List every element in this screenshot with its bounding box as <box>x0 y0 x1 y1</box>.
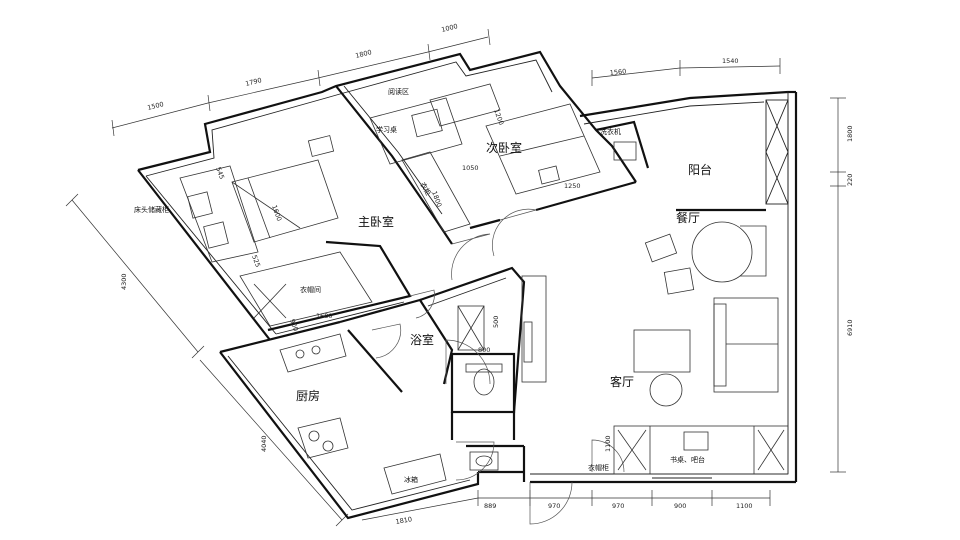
dim-int-1800: 1800 <box>430 190 443 208</box>
room-balcony: 阳台 <box>688 162 712 177</box>
dim-1800: 1800 <box>355 48 373 60</box>
dim-970b: 970 <box>612 502 624 510</box>
label-wardrobe-room: 衣帽间 <box>300 285 321 294</box>
dim-int-800: 800 <box>478 346 490 354</box>
dim-1810: 1810 <box>395 515 413 526</box>
interior-walls <box>267 85 789 482</box>
label-coat-cabinet: 衣帽柜 <box>588 463 609 472</box>
room-master-bedroom: 主卧室 <box>358 214 394 229</box>
dim-1500: 1500 <box>147 100 165 112</box>
dim-889: 889 <box>484 502 496 510</box>
doors <box>371 208 625 525</box>
room-bathroom: 浴室 <box>410 332 434 347</box>
dimension-labels: 1500 1790 1800 1000 1560 1540 1800 220 6… <box>120 22 854 526</box>
label-washer: 洗衣机 <box>600 127 621 136</box>
dim-900: 900 <box>674 502 686 510</box>
room-living: 客厅 <box>610 374 634 389</box>
dim-right-1800: 1800 <box>846 125 854 142</box>
furniture-labels: 阅读区 学习桌 洗衣机 床头储藏柜 衣帽间 衣柜 衣帽柜 书桌、吧台 冰箱 <box>134 87 705 484</box>
room-labels: 主卧室 次卧室 阳台 餐厅 客厅 浴室 厨房 <box>296 140 712 403</box>
label-reading-area: 阅读区 <box>388 87 409 96</box>
furniture <box>179 83 789 495</box>
dim-int-1250: 1250 <box>564 182 581 190</box>
interior-dimensions: 1600 1050 1250 1200 1680 545 525 900 800… <box>214 108 612 452</box>
dim-int-1100: 1100 <box>604 435 612 452</box>
dim-970a: 970 <box>548 502 560 510</box>
dim-1000: 1000 <box>441 22 459 34</box>
room-kitchen: 厨房 <box>296 388 320 403</box>
dim-int-500: 500 <box>492 316 500 328</box>
dim-1790: 1790 <box>245 76 263 88</box>
room-dining: 餐厅 <box>676 210 700 225</box>
dim-int-1680: 1680 <box>316 312 333 320</box>
label-fridge: 冰箱 <box>404 475 418 484</box>
dim-1560: 1560 <box>609 67 626 77</box>
dim-right-6910: 6910 <box>846 319 854 336</box>
dim-1100: 1100 <box>736 502 753 510</box>
outer-walls <box>137 50 798 520</box>
dim-1540: 1540 <box>722 57 739 65</box>
label-bedside-storage: 床头储藏柜 <box>134 205 169 214</box>
dim-right-220: 220 <box>846 174 854 186</box>
dim-int-900: 900 <box>288 318 300 332</box>
dim-int-545: 545 <box>214 166 226 180</box>
dim-int-525: 525 <box>250 254 262 268</box>
dim-int-1050: 1050 <box>462 164 479 172</box>
label-study-desk: 学习桌 <box>376 125 397 134</box>
label-desk-bar: 书桌、吧台 <box>670 455 705 464</box>
room-second-bedroom: 次卧室 <box>486 140 522 155</box>
dim-int-1600: 1600 <box>270 204 283 222</box>
dim-4040: 4040 <box>260 435 268 452</box>
dim-4300: 4300 <box>120 273 128 290</box>
